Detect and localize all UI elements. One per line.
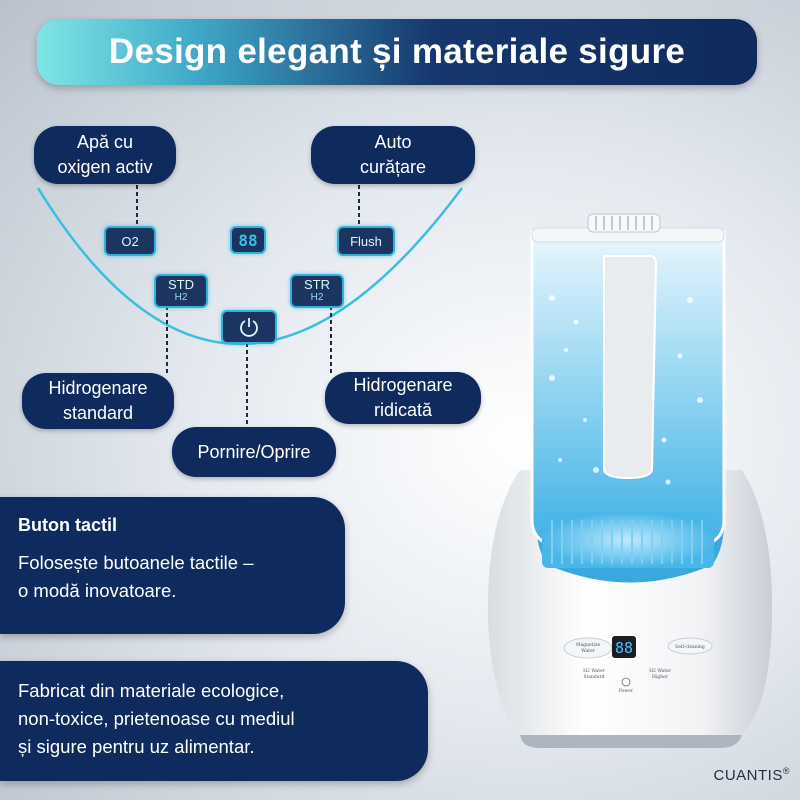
device-power-icon	[621, 677, 631, 687]
key-std-h2[interactable]: STD H2	[154, 274, 208, 308]
device-label-h2-high: H2 Water	[649, 668, 672, 674]
touch-button-text: Folosește butoanele tactile – o modă ino…	[18, 552, 254, 601]
key-o2[interactable]: O2	[104, 226, 156, 256]
product-image: Magnetize Water 88 Self-cleaning H2 Wate…	[487, 213, 773, 748]
jug-handle	[603, 255, 658, 480]
svg-text:Water: Water	[581, 648, 595, 654]
digital-display: 88	[230, 226, 266, 254]
touch-button-title: Buton tactil	[18, 515, 117, 535]
key-power[interactable]	[221, 310, 277, 344]
brand-logo: CUANTIS®	[713, 766, 790, 784]
lid-knob	[587, 213, 661, 233]
device-label-power: Power	[619, 688, 634, 694]
materials-card: Fabricat din materiale ecologice, non-to…	[0, 661, 428, 781]
touch-button-card: Buton tactil Folosește butoanele tactile…	[0, 497, 345, 634]
device-label-selfclean: Self-cleaning	[675, 644, 705, 650]
panel-arc	[36, 187, 464, 346]
bubbles	[549, 295, 703, 485]
materials-text: Fabricat din materiale ecologice, non-to…	[18, 680, 295, 757]
electrode-filter	[542, 512, 714, 568]
power-icon	[240, 318, 258, 337]
device-display: 88	[615, 639, 633, 657]
label-power-on-off: Pornire/Oprire	[172, 427, 336, 477]
svg-text:Higher: Higher	[652, 674, 669, 680]
svg-text:Standard: Standard	[583, 674, 604, 680]
headline-banner: Design elegant și materiale sigure	[37, 19, 757, 85]
key-flush[interactable]: Flush	[337, 226, 395, 256]
device-label-h2-std: H2 Water	[583, 668, 606, 674]
headline-title: Design elegant și materiale sigure	[108, 32, 686, 71]
device-label-magnetize: Magnetize	[576, 642, 600, 648]
key-str-h2[interactable]: STR H2	[290, 274, 344, 308]
